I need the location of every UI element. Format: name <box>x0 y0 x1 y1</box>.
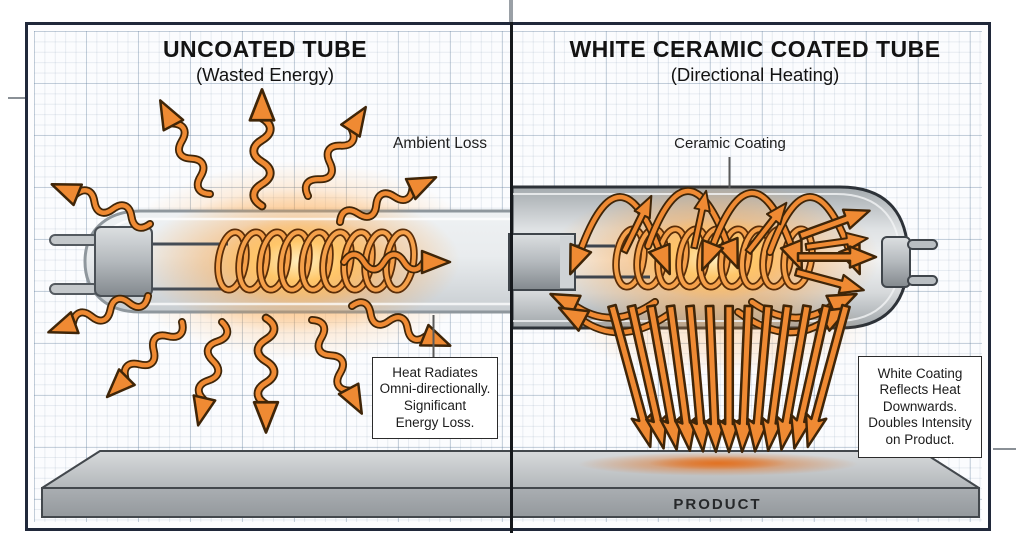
callout-line: Heat Radiates <box>392 364 478 380</box>
callout-line: on Product. <box>885 431 955 447</box>
electrode-pin <box>907 275 938 286</box>
callout-line: Reflects Heat <box>879 382 961 398</box>
tick-mark <box>8 97 25 99</box>
tube-end-cap <box>881 236 911 288</box>
callout-line: Energy Loss. <box>395 414 475 430</box>
electrode-pin <box>907 239 938 250</box>
right-panel-title: WHITE CERAMIC COATED TUBE <box>569 36 941 62</box>
product-heat-glow <box>648 456 788 470</box>
tube-end-cap <box>94 226 153 297</box>
left-panel-title: UNCOATED TUBE <box>162 36 368 62</box>
left-panel-header: UNCOATED TUBE (Wasted Energy) <box>30 36 500 86</box>
coated-tube-group <box>508 157 938 454</box>
callout-line: White Coating <box>877 365 963 381</box>
ceramic-coating-label: Ceramic Coating <box>674 135 786 152</box>
callout-line: Significant <box>403 398 467 413</box>
callout-line: Omni-directionally. <box>379 381 491 397</box>
callout-line: Downwards. <box>882 398 958 414</box>
product-slab <box>41 450 980 518</box>
uncoated-tube-group <box>45 89 514 432</box>
tick-mark <box>993 448 1016 450</box>
ambient-loss-label: Ambient Loss <box>393 135 487 152</box>
panel-divider-extension <box>509 0 513 22</box>
right-callout-box: White Coating Reflects Heat Downwards. D… <box>858 356 982 458</box>
product-label: PRODUCT <box>673 496 762 513</box>
right-panel-subtitle: (Directional Heating) <box>670 64 840 85</box>
left-panel-subtitle: (Wasted Energy) <box>195 64 335 85</box>
left-callout-box: Heat Radiates Omni-directionally. Signif… <box>372 357 498 439</box>
downward-heat-arrows <box>600 301 858 454</box>
callout-line: Doubles Intensity <box>868 415 972 431</box>
panel-divider <box>509 22 513 533</box>
right-panel-header: WHITE CERAMIC COATED TUBE (Directional H… <box>520 36 990 86</box>
electrode-pin <box>49 234 99 246</box>
electrode-pin <box>49 283 99 295</box>
